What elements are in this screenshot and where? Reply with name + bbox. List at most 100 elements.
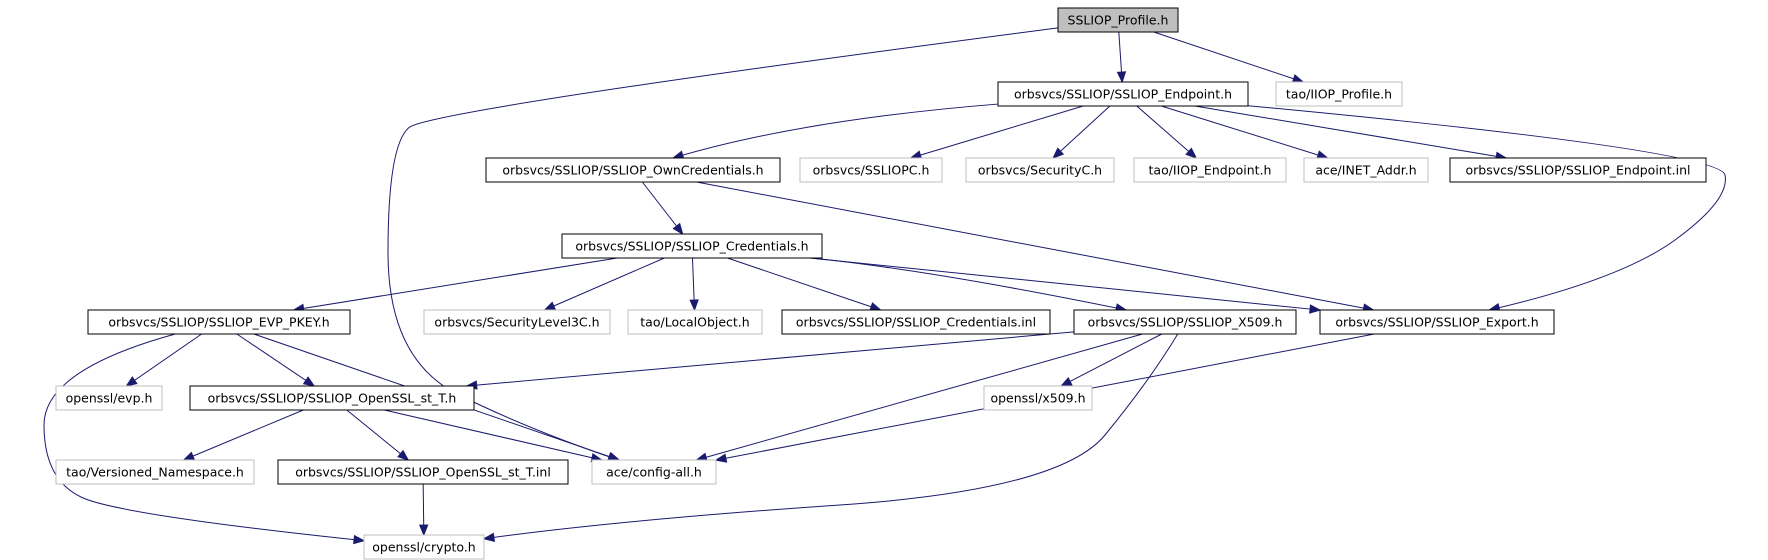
node-box[interactable]: [1319, 309, 1555, 335]
node-box[interactable]: [781, 309, 1051, 335]
node-ssliop-openssl-st-t-inl[interactable]: orbsvcs/SSLIOP/SSLIOP_OpenSSL_st_T.inl: [277, 459, 569, 485]
node-box[interactable]: [1275, 81, 1403, 107]
node-label: orbsvcs/SSLIOP/SSLIOP_OpenSSL_st_T.h: [208, 391, 457, 406]
node-ssliop-credentials-h[interactable]: orbsvcs/SSLIOP/SSLIOP_Credentials.h: [561, 233, 823, 259]
node-box[interactable]: [277, 459, 569, 485]
node-ssliop-endpoint-inl[interactable]: orbsvcs/SSLIOP/SSLIOP_Endpoint.inl: [1449, 157, 1707, 183]
arrowhead: [714, 453, 728, 463]
edge-line: [696, 333, 1143, 461]
node-ssliop-credentials-inl[interactable]: orbsvcs/SSLIOP/SSLIOP_Credentials.inl: [781, 309, 1051, 335]
arrowhead: [1291, 74, 1305, 84]
node-ssliopc-h[interactable]: orbsvcs/SSLIOPC.h: [799, 157, 943, 183]
edge-ssliop-x509-h-to-openssl-crypto-h: [482, 333, 1179, 542]
edge-ssliop-openssl-st-t-h-to-ace-config-all-h: [384, 409, 604, 463]
node-box[interactable]: [1133, 157, 1287, 183]
node-box[interactable]: [591, 459, 717, 485]
edge-line: [1136, 105, 1197, 159]
edge-line: [1052, 105, 1111, 159]
node-label: orbsvcs/SSLIOP/SSLIOP_Credentials.inl: [796, 315, 1036, 330]
node-label: tao/IIOP_Profile.h: [1286, 87, 1392, 102]
node-tao-iiop-profile-h[interactable]: tao/IIOP_Profile.h: [1275, 81, 1403, 107]
node-box[interactable]: [55, 459, 255, 485]
node-openssl-x509-h[interactable]: openssl/x509.h: [983, 385, 1093, 411]
arrowhead: [1116, 71, 1127, 84]
node-ssliop-owncredentials-h[interactable]: orbsvcs/SSLIOP/SSLIOP_OwnCredentials.h: [485, 157, 781, 183]
node-label: ace/INET_Addr.h: [1315, 163, 1416, 178]
arrowhead: [1052, 147, 1065, 159]
node-securitylevel3c-h[interactable]: orbsvcs/SecurityLevel3C.h: [423, 309, 611, 335]
edge-ssliop-x509-h-to-openssl-x509-h: [1060, 333, 1163, 387]
node-label: orbsvcs/SSLIOP/SSLIOP_Endpoint.inl: [1466, 163, 1691, 178]
node-box[interactable]: [363, 534, 485, 560]
node-box[interactable]: [1449, 157, 1707, 183]
node-box[interactable]: [997, 81, 1249, 107]
edge-ssliop-profile-h-to-ssliop-endpoint-h: [1116, 31, 1127, 84]
node-label: orbsvcs/SSLIOP/SSLIOP_Endpoint.h: [1014, 87, 1232, 102]
edge-ssliop-x509-h-to-ssliop-openssl-st-t-h: [465, 331, 1075, 390]
edge-ssliop-endpoint-h-to-securityc-h: [1052, 105, 1111, 159]
edge-line: [696, 181, 1374, 311]
edge-ssliop-profile-h-to-tao-iiop-profile-h: [1153, 31, 1305, 84]
node-box[interactable]: [965, 157, 1115, 183]
node-box[interactable]: [1057, 7, 1179, 33]
node-label: openssl/crypto.h: [372, 540, 475, 555]
node-openssl-crypto-h[interactable]: openssl/crypto.h: [363, 534, 485, 560]
node-box[interactable]: [55, 385, 163, 411]
node-label: orbsvcs/SecurityLevel3C.h: [434, 315, 599, 330]
edge-ssliop-owncredentials-h-to-ssliop-credentials-h: [641, 181, 684, 236]
edge-line: [1247, 105, 1726, 311]
arrowhead: [1060, 376, 1073, 387]
edge-ssliop-evp-pkey-h-to-openssl-evp-h: [125, 333, 202, 387]
node-ssliop-evp-pkey-h[interactable]: orbsvcs/SSLIOP/SSLIOP_EVP_PKEY.h: [87, 309, 351, 335]
arrowhead: [418, 524, 429, 537]
node-tao-iiop-endpoint-h[interactable]: tao/IIOP_Endpoint.h: [1133, 157, 1287, 183]
node-ssliop-endpoint-h[interactable]: orbsvcs/SSLIOP/SSLIOP_Endpoint.h: [997, 81, 1249, 107]
edge-ssliop-credentials-h-to-ssliop-evp-pkey-h: [292, 257, 618, 314]
node-box[interactable]: [983, 385, 1093, 411]
edge-line: [183, 409, 304, 461]
arrowhead: [302, 376, 316, 387]
edge-ssliop-credentials-h-to-ssliop-x509-h: [810, 257, 1128, 313]
node-openssl-evp-h[interactable]: openssl/evp.h: [55, 385, 163, 411]
node-ssliop-openssl-st-t-h[interactable]: orbsvcs/SSLIOP/SSLIOP_OpenSSL_st_T.h: [189, 385, 475, 411]
edge-line: [466, 331, 1075, 387]
arrowhead: [353, 534, 366, 545]
node-ssliop-export-h[interactable]: orbsvcs/SSLIOP/SSLIOP_Export.h: [1319, 309, 1555, 335]
node-box[interactable]: [627, 309, 763, 335]
node-box[interactable]: [561, 233, 823, 259]
node-securityc-h[interactable]: orbsvcs/SecurityC.h: [965, 157, 1115, 183]
node-box[interactable]: [87, 309, 351, 335]
node-box[interactable]: [1303, 157, 1429, 183]
arrowhead: [182, 451, 196, 461]
node-label: orbsvcs/SSLIOP/SSLIOP_OpenSSL_st_T.inl: [295, 465, 551, 480]
node-label: tao/LocalObject.h: [640, 315, 749, 330]
edge-line: [910, 105, 1084, 159]
node-label: orbsvcs/SSLIOPC.h: [813, 163, 930, 178]
node-box[interactable]: [485, 157, 781, 183]
arrowhead: [689, 299, 699, 312]
node-ace-config-all-h[interactable]: ace/config-all.h: [591, 459, 717, 485]
edge-line: [809, 257, 1321, 311]
node-ssliop-x509-h[interactable]: orbsvcs/SSLIOP/SSLIOP_X509.h: [1073, 309, 1297, 335]
edge-line: [126, 333, 202, 387]
node-box[interactable]: [1073, 309, 1297, 335]
node-box[interactable]: [189, 385, 475, 411]
node-label: orbsvcs/SSLIOP/SSLIOP_X509.h: [1088, 315, 1283, 330]
edge-line: [293, 257, 618, 311]
edge-line: [346, 409, 409, 461]
node-label: tao/IIOP_Endpoint.h: [1149, 163, 1272, 178]
node-box[interactable]: [423, 309, 611, 335]
edge-ssliop-openssl-st-t-inl-to-openssl-crypto-h: [418, 483, 429, 537]
edge-line: [43, 333, 365, 542]
node-tao-versioned-namespace-h[interactable]: tao/Versioned_Namespace.h: [55, 459, 255, 485]
edge-line: [544, 257, 665, 311]
node-label: orbsvcs/SecurityC.h: [978, 163, 1102, 178]
node-tao-localobject-h[interactable]: tao/LocalObject.h: [627, 309, 763, 335]
node-layer: SSLIOP_Profile.h orbsvcs/SSLIOP/SSLIOP_En…: [55, 7, 1707, 560]
node-label: orbsvcs/SSLIOP/SSLIOP_EVP_PKEY.h: [108, 315, 329, 330]
node-ssliop-profile-h[interactable]: SSLIOP_Profile.h: [1057, 7, 1179, 33]
edge-ssliop-endpoint-h-to-tao-iiop-endpoint-h: [1136, 105, 1198, 159]
edge-line: [1194, 105, 1507, 159]
node-box[interactable]: [799, 157, 943, 183]
node-ace-inet-addr-h[interactable]: ace/INET_Addr.h: [1303, 157, 1429, 183]
